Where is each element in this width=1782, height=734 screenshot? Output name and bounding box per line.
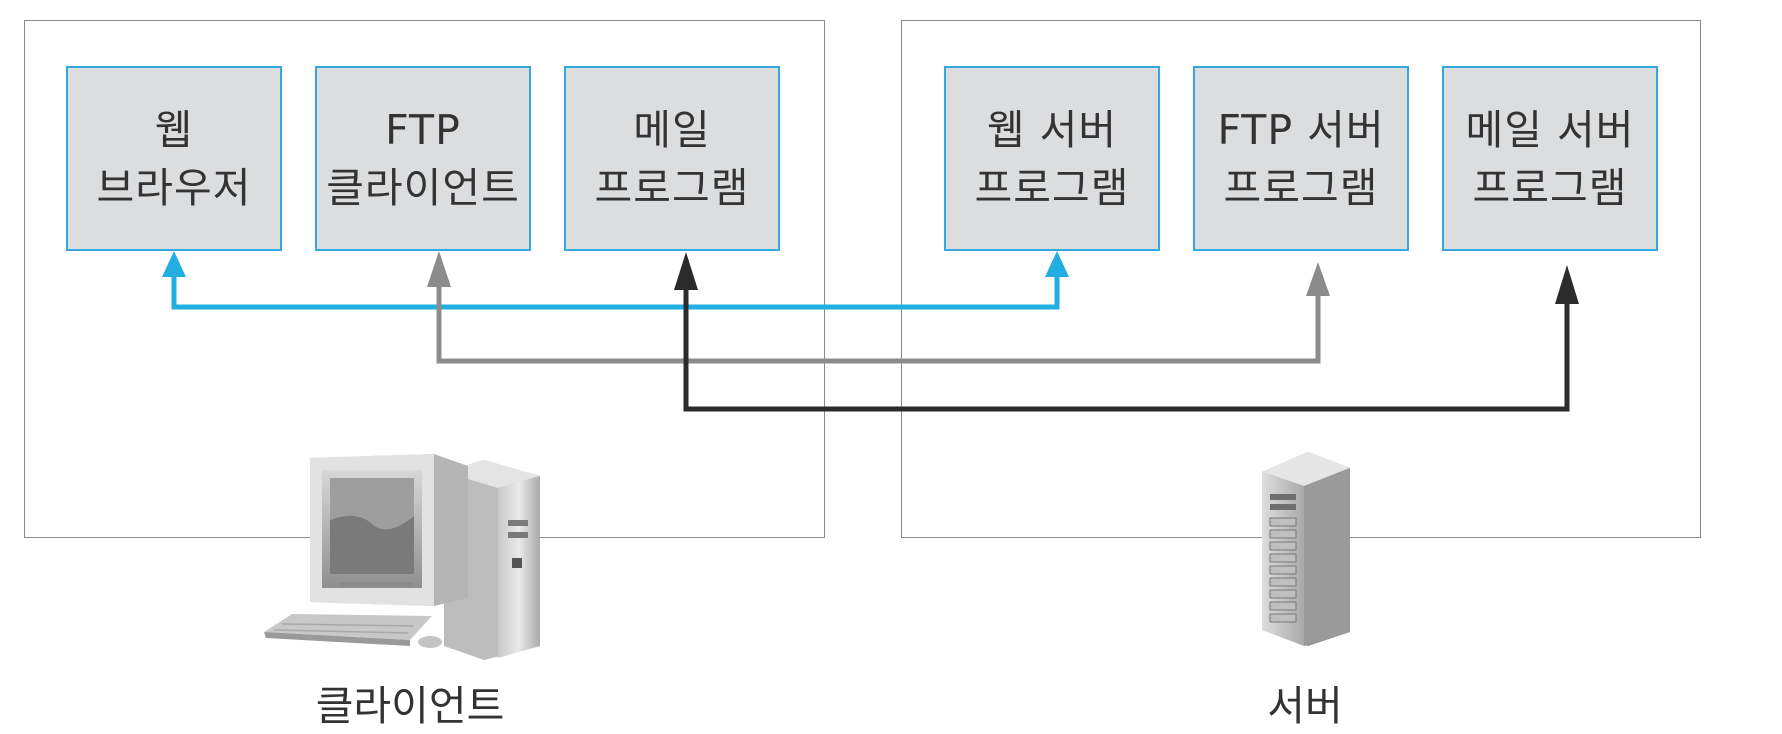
server-caption: 서버 <box>1267 682 1343 730</box>
ftp-server-label-line1: FTP 서버 <box>1217 105 1385 154</box>
mouse <box>418 636 442 648</box>
web-browser-arrowhead <box>162 251 186 277</box>
ftp-client-label-line1: FTP <box>385 105 461 154</box>
desktop-computer-icon <box>264 454 540 660</box>
client-caption: 클라이언트 <box>315 682 505 730</box>
ftp-server-arrowhead <box>1306 262 1330 296</box>
web-browser-label-line2: 브라우저 <box>96 163 252 212</box>
ftp-server-label-line2: 프로그램 <box>1223 163 1379 212</box>
web-server-label-line2: 프로그램 <box>974 163 1130 212</box>
mail-program-box: 메일 프로그램 <box>564 66 780 251</box>
mail-program-label-line1: 메일 <box>633 105 711 154</box>
mail-connection-line <box>683 284 1570 412</box>
web-browser-box: 웹 브라우저 <box>66 66 282 251</box>
ftp-client-box: FTP 클라이언트 <box>315 66 531 251</box>
mail-server-label-line1: 메일 서버 <box>1465 105 1635 154</box>
web-server-label-line1: 웹 서버 <box>986 105 1118 154</box>
mail-server-arrowhead <box>1555 265 1579 304</box>
web-connection-line <box>171 274 1060 310</box>
server-tower-icon <box>1262 452 1350 646</box>
ftp-client-label-line2: 클라이언트 <box>326 163 520 212</box>
web-browser-label-line1: 웹 <box>154 105 194 154</box>
ftp-client-arrowhead <box>427 251 451 287</box>
keyboard <box>264 614 432 640</box>
ftp-connection-line <box>436 284 1321 364</box>
ftp-server-box: FTP 서버 프로그램 <box>1193 66 1409 251</box>
web-server-arrowhead <box>1045 251 1069 277</box>
mail-server-label-line2: 프로그램 <box>1472 163 1628 212</box>
mail-program-arrowhead <box>674 252 698 290</box>
web-server-box: 웹 서버 프로그램 <box>944 66 1160 251</box>
mail-server-box: 메일 서버 프로그램 <box>1442 66 1658 251</box>
mail-program-label-line2: 프로그램 <box>594 163 750 212</box>
